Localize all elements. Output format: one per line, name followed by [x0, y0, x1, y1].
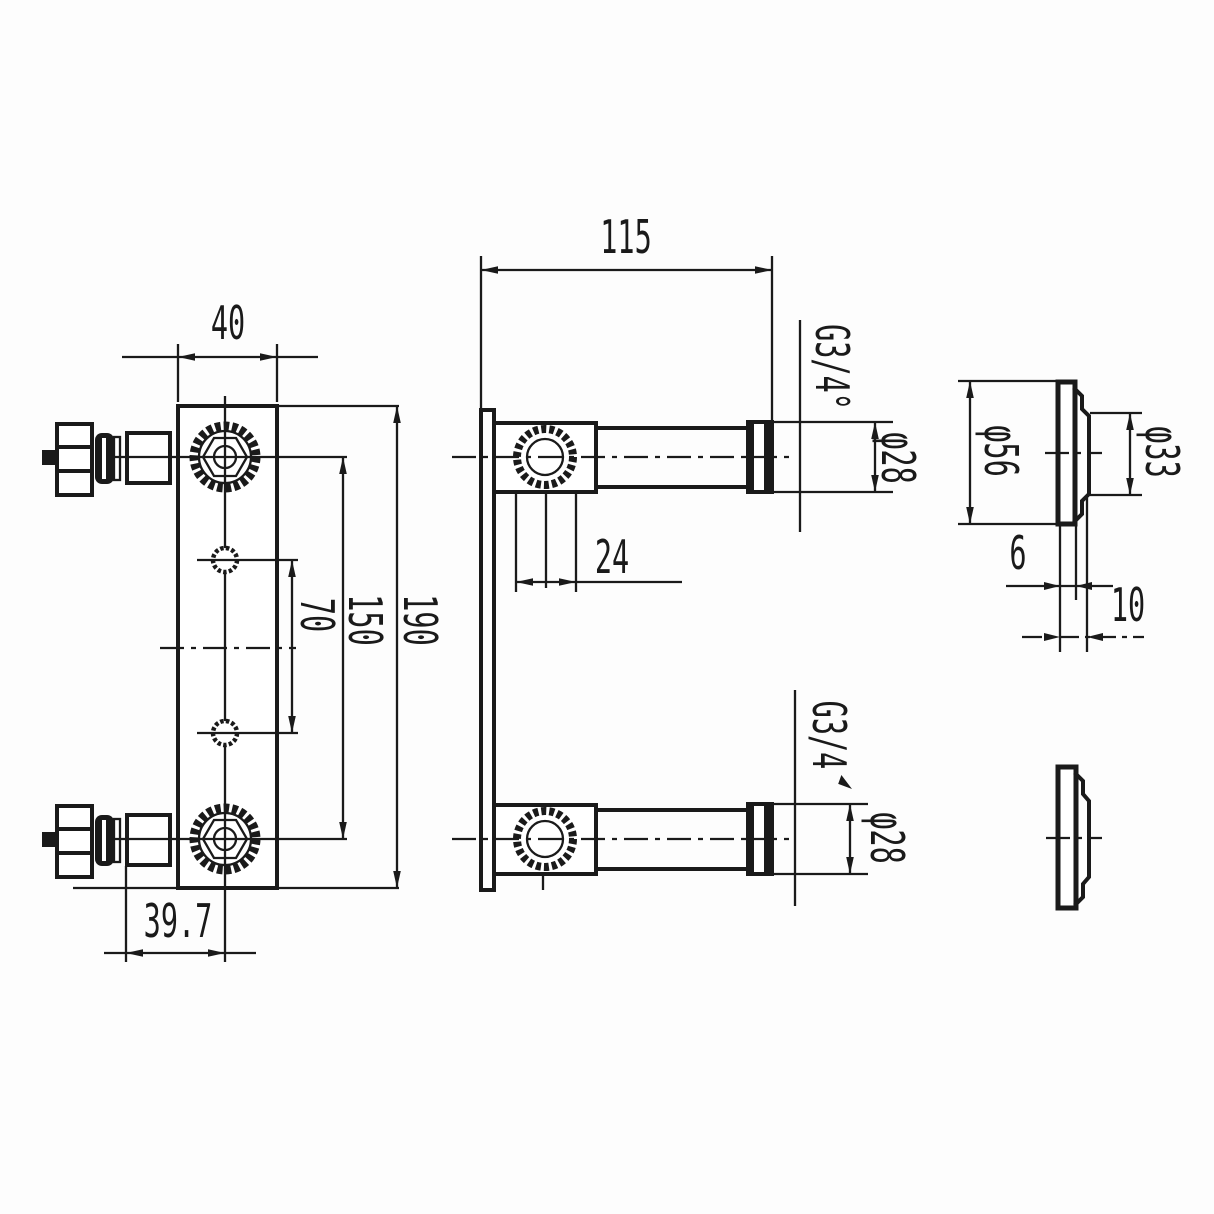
flange-cone-profile: [1072, 386, 1091, 524]
dim-label-plate-width: 40: [211, 297, 245, 351]
dim-label-plate-height: 190: [392, 594, 446, 646]
callout-label-bottom-thread: G3/4: [801, 701, 855, 770]
dim-label-bottom-pipe-diameter: φ28: [859, 812, 913, 864]
bolt-head: [55, 422, 94, 497]
dim-hex-nut-width: 24: [514, 494, 682, 592]
dim-projection-length: 115: [479, 211, 774, 424]
dim-label-port-center-spacing: 150: [337, 594, 391, 646]
dim-port-offset: 39.7: [104, 866, 256, 962]
side-view: 115 24 G3/4°: [452, 211, 924, 906]
dim-label-screw-hole-spacing: 70: [289, 598, 343, 632]
dim-label-port-offset: 39.7: [144, 895, 213, 949]
front-view: 40 70 150 190 39.7: [42, 297, 446, 962]
lower-supply-hardware: [42, 804, 172, 879]
callout-top-thread: G3/4°: [798, 320, 858, 532]
dim-plate-width: 40: [122, 297, 318, 402]
dim-label-flange-thickness: 6: [1009, 527, 1026, 581]
dim-label-hex-nut-width: 24: [595, 531, 629, 585]
callout-bottom-thread: G3/4: [793, 690, 855, 906]
dim-screw-hole-spacing: 70: [288, 560, 343, 733]
nut-collar: [112, 817, 122, 864]
flange-profile-view: [1046, 764, 1102, 911]
bolt-tip: [42, 832, 58, 847]
callout-label-top-thread: G3/4°: [804, 324, 858, 410]
dim-flange-inner-diameter: φ33: [1090, 411, 1188, 497]
leader-arrow: [838, 774, 852, 789]
bolt-tip: [42, 450, 58, 465]
dim-port-center-spacing: 150: [337, 457, 391, 839]
dim-bottom-pipe-diameter: φ28: [774, 802, 913, 876]
dim-label-top-pipe-diameter: φ28: [870, 432, 924, 484]
lower-pipe-assembly: [452, 802, 792, 890]
wall-plate: [479, 408, 496, 892]
bolt-head: [55, 804, 94, 879]
dim-flange-thickness: 6: [1006, 523, 1113, 652]
dim-plate-height: 190: [392, 406, 446, 888]
dim-flange-total-depth: 10: [1022, 498, 1145, 652]
upper-supply-hardware: [42, 422, 172, 497]
nut-collar: [112, 435, 122, 482]
dim-label-flange-outer-diameter: φ56: [973, 425, 1027, 477]
upper-pipe-assembly: [452, 420, 792, 494]
dim-label-flange-total-depth: 10: [1111, 579, 1145, 633]
dim-label-flange-inner-diameter: φ33: [1134, 426, 1188, 478]
dim-label-projection-length: 115: [600, 211, 652, 265]
dim-top-pipe-diameter: φ28: [774, 420, 924, 494]
flange-detail-view: φ56 φ33 6 10: [958, 379, 1188, 652]
dim-flange-outer-diameter: φ56: [958, 379, 1056, 526]
